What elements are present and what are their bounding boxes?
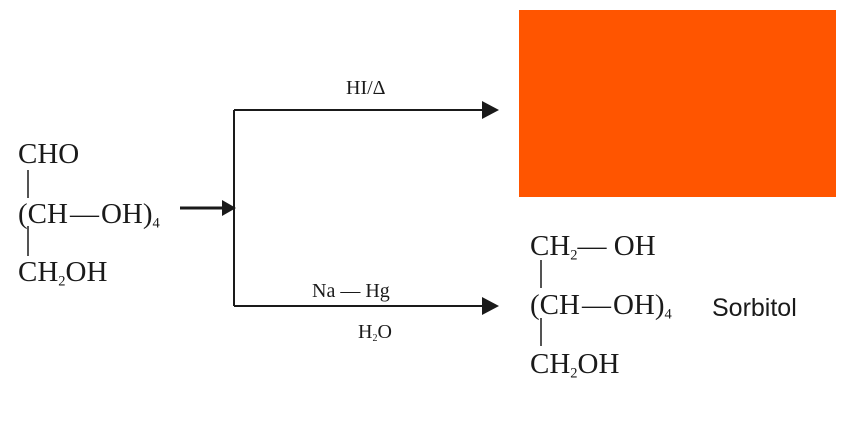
lower-reagent-h: H — [358, 321, 373, 343]
reactant-ch2oh-oh: OH — [65, 256, 108, 288]
product-chain-oh: OH) — [612, 289, 665, 321]
reactant-chain-oh: OH) — [100, 198, 153, 230]
product-name-text: Sorbitol — [712, 294, 797, 322]
reactant-ch2oh-ch: CH — [18, 256, 59, 288]
product-name: Sorbitol — [712, 296, 797, 321]
lower-reagent-top: Na — Hg — [312, 281, 390, 301]
reactant-ch2oh-subscript: 2 — [58, 273, 66, 290]
product-bottom-oh: OH — [577, 348, 620, 380]
product-ch2oh-top: CH2— OH — [530, 230, 656, 264]
product-top-oh: — OH — [577, 230, 656, 262]
upper-reagent: HI/Δ — [346, 78, 386, 98]
reactant-cho: CHO — [18, 140, 79, 169]
reactant-chain-bond: — — [69, 198, 99, 230]
reactant-cho-text: CHO — [18, 138, 80, 170]
product-chain-subscript: 4 — [664, 306, 672, 323]
product-ch2oh-bottom: CH2OH — [530, 348, 620, 382]
reactant-ch2oh: CH2OH — [18, 256, 108, 290]
product-bottom-ch: CH — [530, 348, 571, 380]
lower-reagent-subscript: 2 — [372, 333, 378, 344]
product-bottom-subscript: 2 — [570, 365, 578, 382]
upper-arrow-head — [482, 101, 499, 119]
product-chain-bond: — — [581, 289, 611, 321]
reactant-chain: (CH—OH)4 — [18, 198, 160, 232]
product-chain-ch: (CH — [530, 289, 580, 321]
lower-reagent-top-text: Na — Hg — [312, 280, 390, 302]
upper-reagent-text: HI/Δ — [346, 77, 386, 99]
reactant-chain-ch: (CH — [18, 198, 68, 230]
lower-reagent-bottom: H2O — [358, 321, 392, 344]
reactant-chain-subscript: 4 — [152, 215, 160, 232]
lower-arrow-head — [482, 297, 499, 315]
product-top-subscript: 2 — [570, 247, 578, 264]
product-chain: (CH—OH)4 — [530, 289, 672, 323]
product-top-ch: CH — [530, 230, 571, 262]
hidden-product-box — [519, 10, 836, 197]
main-arrow-head — [222, 200, 236, 216]
lower-reagent-o: O — [377, 321, 392, 343]
